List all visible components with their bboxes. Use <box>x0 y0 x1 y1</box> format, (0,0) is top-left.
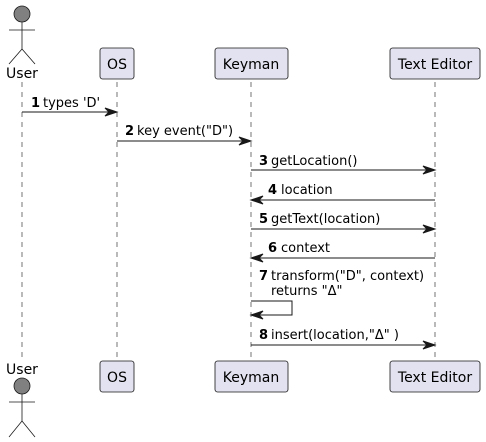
message-1: 1 types 'D' <box>22 96 119 117</box>
arrowhead-icon <box>422 224 437 234</box>
message-label: types 'D' <box>43 96 100 111</box>
participant-label-keyman: Keyman <box>223 57 279 73</box>
message-label: key event("D") <box>137 124 233 139</box>
message-label: context <box>281 241 330 256</box>
arrowhead-icon <box>422 165 437 175</box>
arrowhead-icon <box>249 253 264 263</box>
svg-text:4: 4 <box>268 183 277 198</box>
arrowhead-icon <box>249 195 264 205</box>
message-label-line-2: returns "Δ" <box>271 284 343 299</box>
actor-head-icon <box>13 377 31 395</box>
participant-label-os: OS <box>107 57 127 73</box>
participant-text-editor-top: Text Editor <box>389 47 481 80</box>
participant-text-editor-bottom: Text Editor <box>389 360 481 393</box>
message-label: getText(location) <box>271 212 380 227</box>
participant-label-text-editor: Text Editor <box>397 370 472 386</box>
message-5: 5 getText(location) <box>251 212 437 234</box>
participant-label-user: User <box>6 66 38 82</box>
message-4: 4 location <box>249 183 435 205</box>
message-8: 8 insert(location,"Δ" ) <box>251 328 437 350</box>
participant-label-os: OS <box>107 370 127 386</box>
participant-label-text-editor: Text Editor <box>397 57 472 73</box>
svg-text:1: 1 <box>31 96 40 111</box>
message-label: insert(location,"Δ" ) <box>271 328 399 343</box>
actor-head-icon <box>13 5 31 23</box>
arrowhead-icon <box>238 136 253 146</box>
participant-keyman-bottom: Keyman <box>214 360 289 393</box>
svg-text:3: 3 <box>259 154 268 169</box>
svg-text:2: 2 <box>125 124 134 139</box>
message-3: 3 getLocation() <box>251 154 437 175</box>
arrowhead-icon <box>249 310 264 320</box>
participant-os-bottom: OS <box>99 360 135 393</box>
participant-label-keyman: Keyman <box>223 370 279 386</box>
participant-label-user: User <box>6 362 38 378</box>
participant-keyman-top: Keyman <box>214 47 289 80</box>
message-label-line-1: transform("D", context) <box>271 269 424 284</box>
actor-user-top: User <box>6 5 38 82</box>
message-6: 6 context <box>249 241 435 263</box>
svg-text:7: 7 <box>259 269 268 284</box>
svg-text:8: 8 <box>259 328 268 343</box>
message-label: location <box>281 183 333 198</box>
message-label: getLocation() <box>271 154 357 169</box>
message-7: 7 transform("D", context) returns "Δ" <box>249 269 424 320</box>
actor-user-bottom: User <box>6 362 38 438</box>
arrowhead-icon <box>104 107 119 117</box>
svg-text:5: 5 <box>259 212 268 227</box>
arrowhead-icon <box>422 340 437 350</box>
participant-os-top: OS <box>99 47 135 80</box>
message-2: 2 key event("D") <box>117 124 253 146</box>
svg-text:6: 6 <box>268 241 277 256</box>
